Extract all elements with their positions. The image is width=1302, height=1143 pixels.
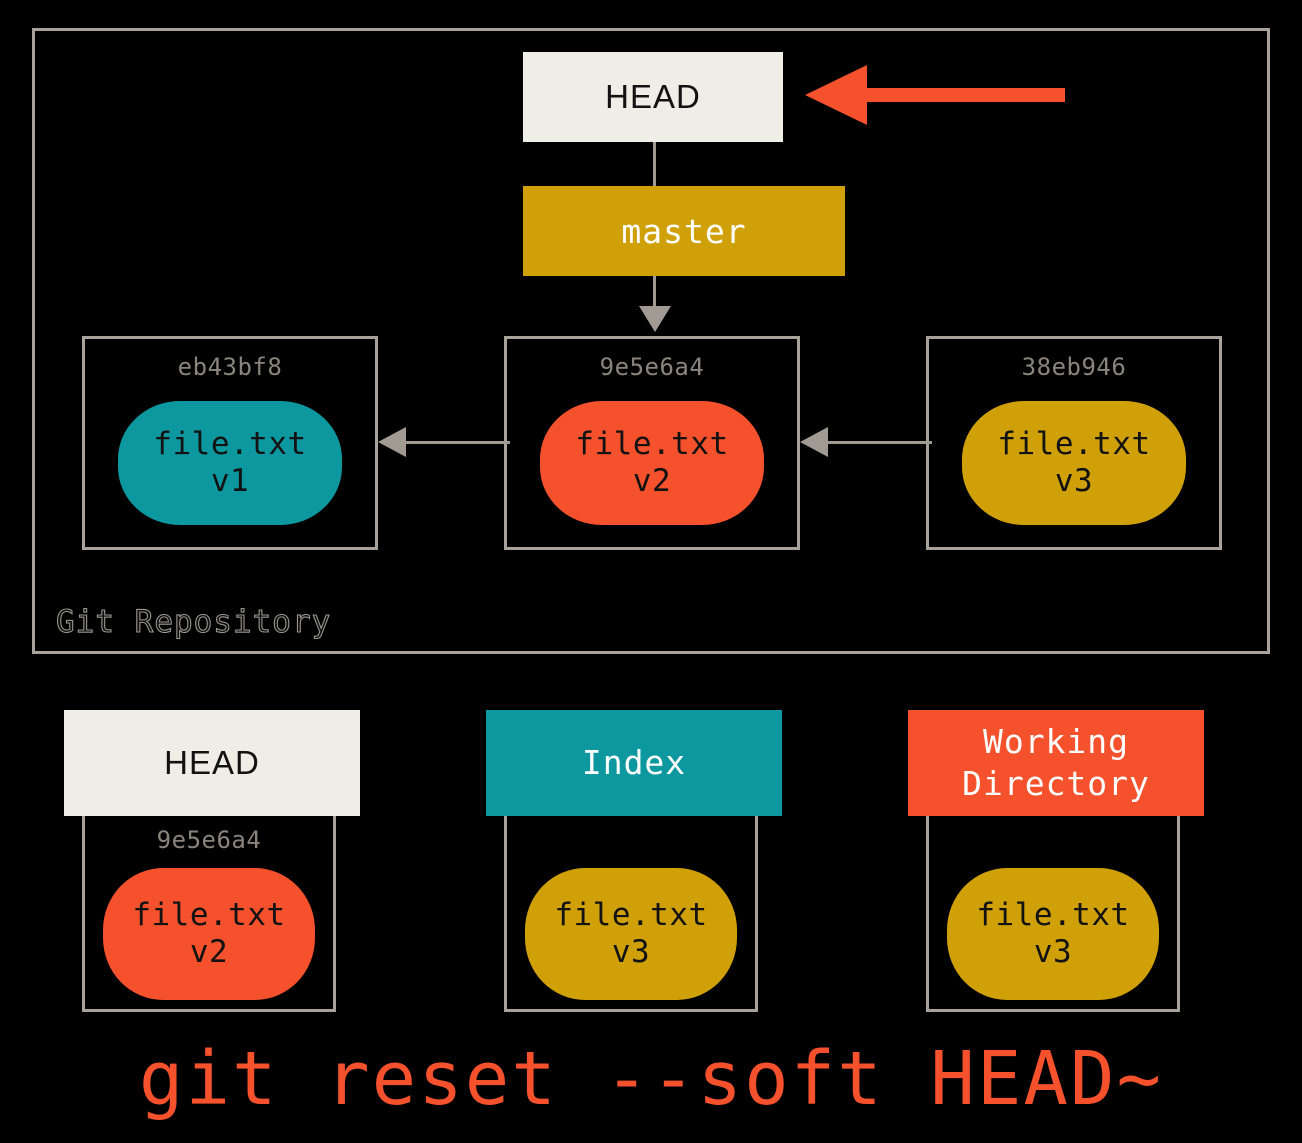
working-directory-header: Working Directory — [908, 710, 1204, 816]
blob-version: v3 — [1033, 934, 1073, 970]
blob-version: v2 — [189, 934, 229, 970]
index-blob: file.txt v3 — [525, 868, 737, 1000]
commit-sha-label: 9e5e6a4 — [599, 353, 705, 381]
head-tree-header: HEAD — [64, 710, 360, 816]
head-ref-box: HEAD — [523, 52, 783, 142]
working-directory-title: Working Directory — [962, 721, 1150, 805]
working-directory-title-line-2: Directory — [962, 764, 1150, 803]
blob-version: v2 — [632, 463, 672, 499]
commit-box-eb43bf8: eb43bf8 file.txt v1 — [82, 336, 378, 550]
index-title: Index — [581, 742, 687, 782]
git-repository-label: Git Repository — [55, 603, 332, 640]
commit-sha-label: eb43bf8 — [177, 353, 283, 381]
commit-box-9e5e6a4: 9e5e6a4 file.txt v2 — [504, 336, 800, 550]
commit-sha-label: 38eb946 — [1021, 353, 1127, 381]
connector-commit2-to-commit1-arrow-icon — [378, 427, 406, 457]
git-repository-frame — [32, 28, 1270, 654]
connector-commit2-to-commit1-line — [392, 441, 510, 444]
master-branch-label: master — [621, 211, 747, 251]
head-tree-area: HEAD 9e5e6a4 file.txt v2 — [64, 710, 360, 1012]
connector-head-to-master — [653, 142, 656, 186]
commit-box-38eb946: 38eb946 file.txt v3 — [926, 336, 1222, 550]
connector-master-to-commit-line — [653, 276, 656, 320]
working-directory-blob: file.txt v3 — [947, 868, 1159, 1000]
blob-file-name: file.txt — [997, 426, 1151, 463]
blob-file-name: file.txt — [976, 897, 1130, 934]
connector-master-to-commit-arrow-icon — [639, 306, 671, 332]
working-directory-area: Working Directory file.txt v3 — [908, 710, 1204, 1012]
commit-blob: file.txt v3 — [962, 401, 1186, 525]
head-tree-sha: 9e5e6a4 — [156, 826, 262, 854]
reset-arrow-head-icon — [805, 65, 867, 125]
blob-version: v3 — [1054, 463, 1094, 499]
connector-commit3-to-commit2-line — [814, 441, 932, 444]
command-caption: git reset --soft HEAD~ — [138, 1036, 1164, 1122]
index-area: Index file.txt v3 — [486, 710, 782, 1012]
head-ref-label: HEAD — [605, 78, 701, 115]
head-tree-blob: file.txt v2 — [103, 868, 315, 1000]
head-tree-title: HEAD — [164, 743, 260, 781]
commit-blob: file.txt v1 — [118, 401, 342, 525]
blob-version: v1 — [210, 463, 250, 499]
master-branch-box: master — [523, 186, 845, 276]
blob-file-name: file.txt — [575, 426, 729, 463]
connector-commit3-to-commit2-arrow-icon — [800, 427, 828, 457]
commit-blob: file.txt v2 — [540, 401, 764, 525]
index-header: Index — [486, 710, 782, 816]
blob-version: v3 — [611, 934, 651, 970]
blob-file-name: file.txt — [153, 426, 307, 463]
blob-file-name: file.txt — [554, 897, 708, 934]
reset-arrow-shaft — [863, 88, 1065, 102]
blob-file-name: file.txt — [132, 897, 286, 934]
working-directory-title-line-1: Working — [982, 721, 1130, 761]
